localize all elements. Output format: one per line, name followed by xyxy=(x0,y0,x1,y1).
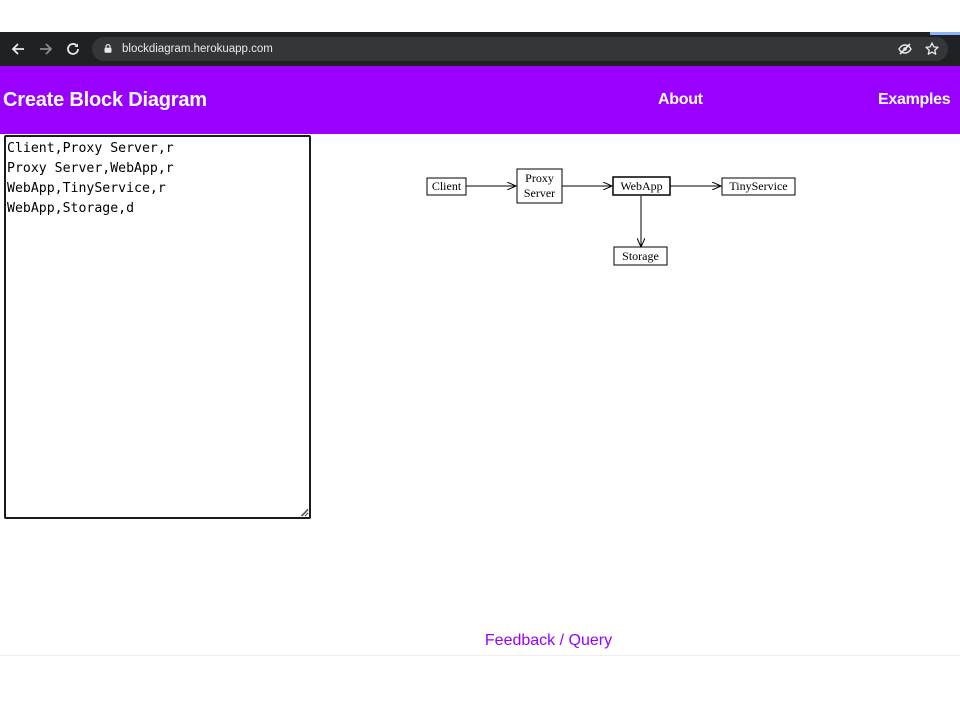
query-link[interactable]: Query xyxy=(568,632,613,649)
node-label: WebApp xyxy=(620,179,662,193)
node-label: Server xyxy=(524,186,555,200)
nav-about[interactable]: About xyxy=(658,91,703,108)
node-tinyservice: TinyService xyxy=(721,177,796,196)
nav-examples[interactable]: Examples xyxy=(878,91,951,108)
resize-handle-icon[interactable] xyxy=(300,508,309,517)
node-client: Client xyxy=(426,177,467,196)
lock-icon xyxy=(104,44,112,53)
node-label: Storage xyxy=(622,249,659,263)
node-label: TinyService xyxy=(729,179,787,193)
arrow-right-icon[interactable] xyxy=(36,39,56,59)
site-title[interactable]: Create Block Diagram xyxy=(3,89,207,111)
footer-separator: / xyxy=(559,632,565,649)
screen-top-margin xyxy=(0,0,960,32)
star-icon[interactable] xyxy=(924,41,940,57)
node-webapp: WebApp xyxy=(612,176,671,196)
url-text[interactable]: blockdiagram.herokuapp.com xyxy=(122,43,273,55)
arrow-left-icon[interactable] xyxy=(8,39,28,59)
node-proxy-server: Proxy Server xyxy=(516,168,563,204)
window-accent xyxy=(930,32,960,35)
footer: Feedback / Query xyxy=(0,628,960,654)
node-label: Client xyxy=(432,179,462,193)
footer-divider xyxy=(0,655,960,656)
reload-icon[interactable] xyxy=(63,39,83,59)
node-label: Proxy xyxy=(525,171,554,185)
address-bar[interactable]: blockdiagram.herokuapp.com xyxy=(92,37,948,61)
feedback-link[interactable]: Feedback xyxy=(484,632,556,649)
node-storage: Storage xyxy=(613,246,668,266)
diagram-input-textarea[interactable] xyxy=(4,135,311,519)
site-header: Create Block Diagram About Examples xyxy=(0,66,960,134)
browser-toolbar: blockdiagram.herokuapp.com xyxy=(0,32,960,66)
eye-slash-icon[interactable] xyxy=(897,41,913,57)
block-diagram: Client Proxy Server WebApp TinyService S… xyxy=(426,168,796,266)
